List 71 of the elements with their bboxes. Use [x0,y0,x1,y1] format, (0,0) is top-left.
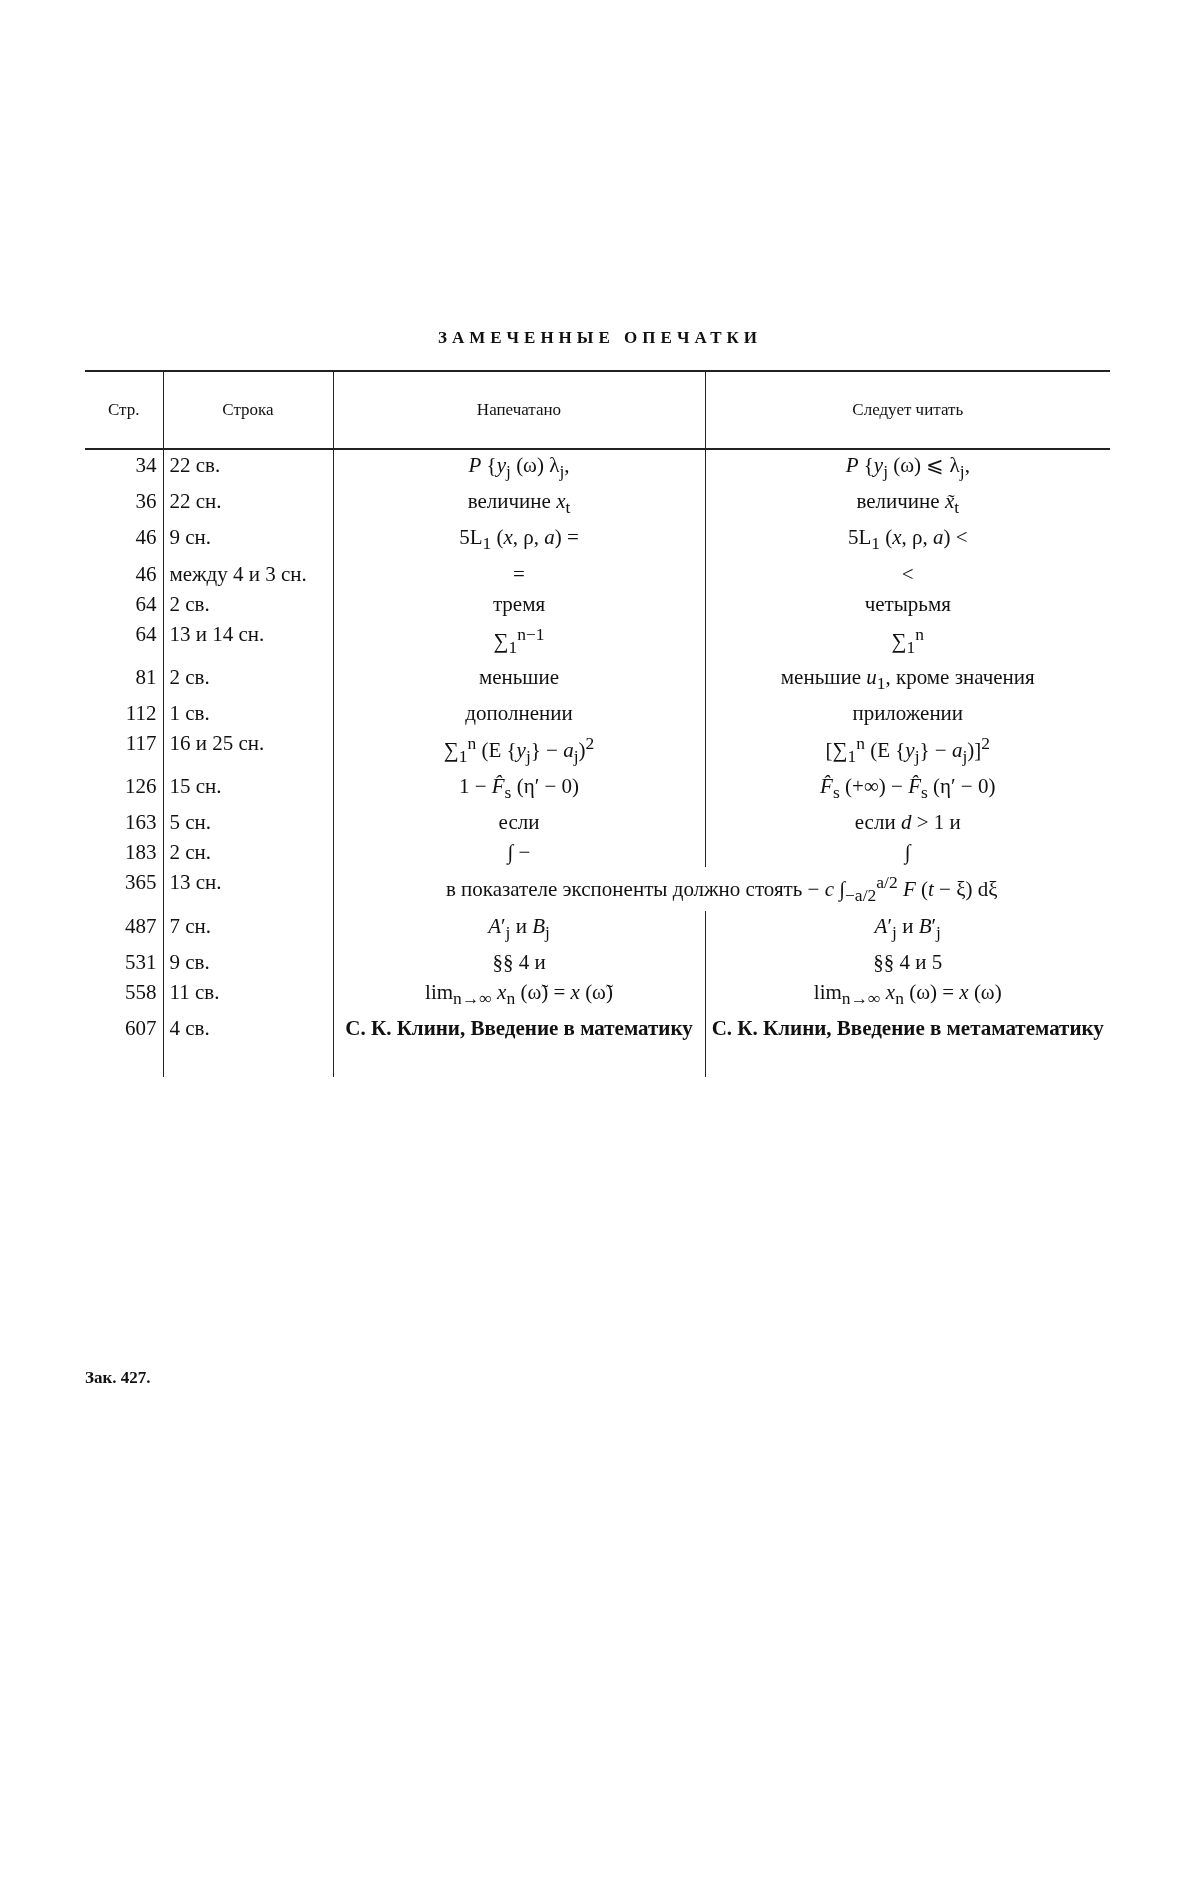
misprint-text: lim$_{n→∞}$ x$_{n}$ (ω̃) = x (ω̃) [333,976,705,1013]
line-number: 22 св. [163,449,333,487]
correction-text: P {y$_{j}$ (ω) ⩽ λ$_{j}$, [705,449,1110,487]
misprint-text: если [333,807,705,838]
correction-text: §§ 4 и 5 [705,946,1110,977]
column-header: Напечатано [333,371,705,449]
correction-text: < [705,558,1110,589]
column-header: Строка [163,371,333,449]
line-number: 9 сн. [163,522,333,559]
misprint-text: §§ 4 и [333,946,705,977]
line-number: 7 сн. [163,910,333,947]
line-number: 15 сн. [163,771,333,808]
correction-text: A′$_{j}$ и B′$_{j}$ [705,910,1110,947]
page-number: 365 [85,867,163,911]
misprint-text: ∫ − [333,837,705,868]
page-number: 34 [85,449,163,487]
misprint-text: = [333,558,705,589]
correction-text: F̂$_{s}$ (+∞) − F̂$_{s}$ (η′ − 0) [705,771,1110,808]
correction-text: четырьмя [705,588,1110,619]
page-number: 112 [85,697,163,728]
line-number: 4 св. [163,1012,333,1077]
page-number: 64 [85,618,163,662]
page-number: 531 [85,946,163,977]
line-number: 2 сн. [163,837,333,868]
page-number: 126 [85,771,163,808]
line-number: 13 сн. [163,867,333,911]
order-number: Зак. 427. [85,1368,151,1388]
misprint-text: дополнении [333,697,705,728]
line-number: 2 св. [163,588,333,619]
misprint-text: тремя [333,588,705,619]
column-header: Стр. [85,371,163,449]
correction-text: [∑$_{1}$$^{n}$ (E {y$_{j}$} − a$_{j}$)]$^{2}$ [705,727,1110,772]
page-number: 81 [85,661,163,698]
page-number: 183 [85,837,163,868]
misprint-text: A′$_{j}$ и B$_{j}$ [333,910,705,947]
page-number: 607 [85,1012,163,1077]
misprint-text: С. К. Клини, Введение в математику [333,1012,705,1077]
misprint-text: меньшие [333,661,705,698]
page-number: 46 [85,522,163,559]
page-number: 64 [85,588,163,619]
correction-text: если d > 1 и [705,807,1110,838]
correction-text: ∫ [705,837,1110,868]
page-title: ЗАМЕЧЕННЫЕ ОПЕЧАТКИ [436,328,764,348]
line-number: 2 св. [163,661,333,698]
correction-text: lim$_{n→∞}$ x$_{n}$ (ω) = x (ω) [705,976,1110,1013]
line-number: 13 и 14 сн. [163,618,333,662]
misprint-text: величине x$_{t}$ [333,486,705,523]
correction-text: приложении [705,697,1110,728]
page-number: 36 [85,486,163,523]
line-number: 11 св. [163,976,333,1013]
line-number: 22 сн. [163,486,333,523]
misprint-text: ∑$_{1}$$^{n}$ (E {y$_{j}$} − a$_{j}$)$^{2}$ [333,727,705,772]
page-number: 487 [85,910,163,947]
column-header: Следует читать [705,371,1110,449]
correction-text: С. К. Клини, Введение в метаматематику [705,1012,1110,1077]
misprint-text: 1 − F̂$_{s}$ (η′ − 0) [333,771,705,808]
correction-text: величине x̃$_{t}$ [705,486,1110,523]
line-number: 9 св. [163,946,333,977]
line-number: 16 и 25 сн. [163,727,333,772]
page-number: 46 [85,558,163,589]
correction-text: 5L$_{1}$ (x, ρ, a) < [705,522,1110,559]
page-number: 117 [85,727,163,772]
page-number: 558 [85,976,163,1013]
correction-note: в показателе экспоненты должно стоять − c ∫$_{−a/2}$$^{a/2}$ F (t − ξ) dξ [333,867,1110,911]
line-number: 5 сн. [163,807,333,838]
page-number: 163 [85,807,163,838]
line-number: между 4 и 3 сн. [163,558,333,589]
line-number: 1 св. [163,697,333,728]
correction-text: меньшие u$_{1}$, кроме значения [705,661,1110,698]
misprint-text: P {y$_{j}$ (ω) λ$_{j}$, [333,449,705,487]
misprint-text: 5L$_{1}$ (x, ρ, a) = [333,522,705,559]
